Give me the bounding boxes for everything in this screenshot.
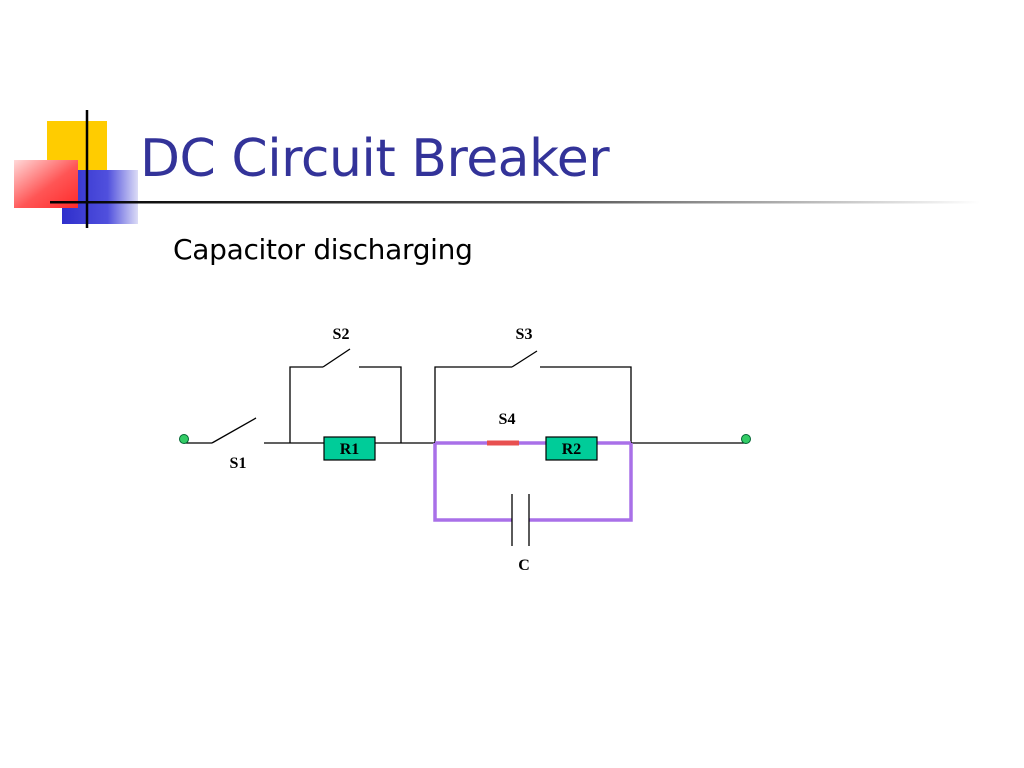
switch-s3-blade xyxy=(511,350,538,368)
wire-s2-left xyxy=(289,366,323,443)
resistor-r1 xyxy=(323,436,376,461)
wire-s2-right xyxy=(359,366,402,443)
label-c: C xyxy=(518,557,530,574)
discharge-loop xyxy=(433,441,633,522)
switch-s2-blade xyxy=(322,348,351,368)
subtitle-text: Capacitor discharging xyxy=(173,233,473,266)
label-s4: S4 xyxy=(499,411,516,428)
label-r2: R2 xyxy=(562,441,582,458)
red-square xyxy=(14,160,78,208)
wire-s3-left xyxy=(434,366,512,443)
wire-s3-right xyxy=(540,366,632,443)
page-title: DC Circuit Breaker xyxy=(140,129,610,189)
label-s3: S3 xyxy=(516,326,533,343)
resistor-r2 xyxy=(545,436,598,461)
label-s2: S2 xyxy=(333,326,350,343)
switch-s1-blade xyxy=(211,417,257,444)
label-r1: R1 xyxy=(340,441,360,458)
label-s1: S1 xyxy=(230,455,247,472)
terminal-right xyxy=(741,434,751,444)
title-decoration xyxy=(14,110,980,228)
terminal-left xyxy=(179,434,189,444)
title-underline xyxy=(50,201,980,204)
